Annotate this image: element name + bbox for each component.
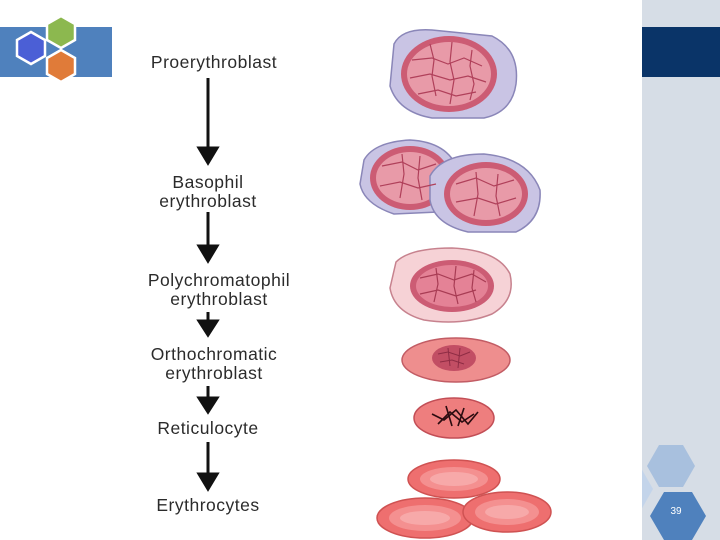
hexagon-blue-icon (650, 492, 706, 540)
hexagon-logo-icon (15, 14, 77, 84)
stage-label-basophil-erythroblast: Basophil erythroblast (159, 172, 257, 211)
basophil-erythroblast-cells-image (359, 139, 541, 233)
arrowhead-icon (196, 472, 220, 492)
arrowhead-icon (196, 396, 220, 415)
hexagon-orange-icon (45, 48, 77, 84)
stage-arrows-layer (196, 29, 552, 539)
stage-label-reticulocyte: Reticulocyte (157, 418, 259, 438)
polychromatophil-erythroblast-cell-image (389, 247, 512, 323)
orthochromatic-erythroblast-cell-image (401, 337, 511, 383)
stage-label-erythrocytes: Erythrocytes (156, 495, 260, 515)
top-right-dark-bar (642, 27, 720, 77)
hexagon-light-icon (647, 445, 695, 487)
arrowhead-icon (196, 146, 220, 166)
stage-label-proerythroblast: Proerythroblast (150, 52, 278, 72)
proerythroblast-cell-image (389, 29, 518, 119)
arrowhead-icon (196, 319, 220, 338)
stage-label-polychromatophil-erythroblast: Polychromatophil erythroblast (147, 270, 291, 309)
hexagon-green-icon (45, 14, 77, 50)
erythropoiesis-figure: Proerythroblast Basophil erythroblast Po… (112, 0, 642, 540)
erythrocytes-cells-image (376, 459, 552, 539)
arrowhead-icon (196, 244, 220, 264)
hexagon-purple-icon (15, 30, 47, 66)
slide-page-number: 39 (670, 506, 682, 517)
stage-label-orthochromatic-erythroblast: Orthochromatic erythroblast (150, 344, 278, 383)
reticulocyte-cell-image (413, 397, 495, 439)
